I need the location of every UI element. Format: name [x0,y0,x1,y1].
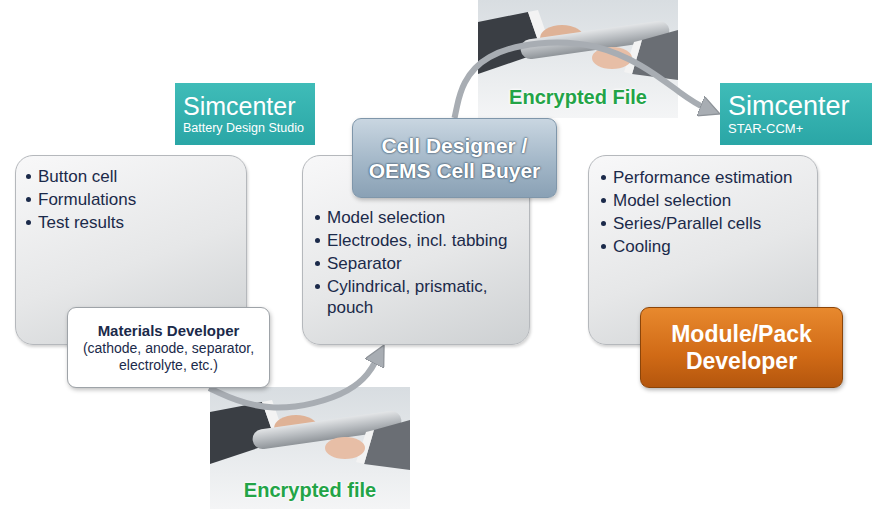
logo-product: Battery Design Studio [183,121,307,135]
bullet-dot [315,215,320,220]
handover-photo-top [478,0,678,118]
product-logo: SimcenterSTAR-CCM+ [720,83,872,145]
bullet-text: Series/Parallel cells [613,213,761,234]
photo-caption: Encrypted file [210,479,410,502]
bullet-item: Electrodes, incl. tabbing [315,230,523,251]
bullet-text: Model selection [327,207,445,228]
bullet-item: Button cell [26,166,238,187]
bullet-text: Test results [38,212,124,233]
bullet-text: Cylindrical, prismatic, pouch [327,276,523,318]
role-detail: (cathode, anode, separator, electrolyte,… [74,340,263,374]
role-title: Module/Pack Developer [649,321,834,375]
bullet-item: Cylindrical, prismatic, pouch [315,276,523,318]
role-box: Materials Developer(cathode, anode, sepa… [67,307,270,388]
role-title: Materials Developer [98,322,240,340]
bullet-text: Model selection [613,190,731,211]
bullet-item: Model selection [601,190,809,211]
bullet-item: Series/Parallel cells [601,213,809,234]
role-box: Module/Pack Developer [640,307,843,388]
bullet-text: Formulations [38,189,136,210]
flow-arrow [455,42,711,118]
bullet-text: Separator [327,253,402,274]
logo-brand: Simcenter [728,91,864,122]
bullet-item: Model selection [315,207,523,228]
bullet-text: Button cell [38,166,117,187]
bullet-dot [601,198,606,203]
logo-brand: Simcenter [183,92,307,121]
product-logo: SimcenterBattery Design Studio [175,83,315,145]
photo-caption: Encrypted File [478,86,678,109]
bullet-dot [26,197,31,202]
bullet-item: Performance estimation [601,167,809,188]
bullet-item: Formulations [26,189,238,210]
bullet-item: Cooling [601,236,809,257]
bullet-text: Cooling [613,236,671,257]
bullet-dot [26,174,31,179]
bullet-dot [315,284,320,289]
bullet-item: Separator [315,253,523,274]
bullet-text: Electrodes, incl. tabbing [327,230,508,251]
bullet-dot [315,238,320,243]
bullet-dot [26,220,31,225]
bullet-text: Performance estimation [613,167,793,188]
role-title: Cell Designer / OEMS Cell Buyer [361,133,548,183]
bullet-dot [601,244,606,249]
role-box: Cell Designer / OEMS Cell Buyer [352,118,557,198]
bullet-dot [601,221,606,226]
logo-product: STAR-CCM+ [728,122,864,137]
bullet-item: Test results [26,212,238,233]
bullet-dot [601,175,606,180]
bullet-dot [315,261,320,266]
